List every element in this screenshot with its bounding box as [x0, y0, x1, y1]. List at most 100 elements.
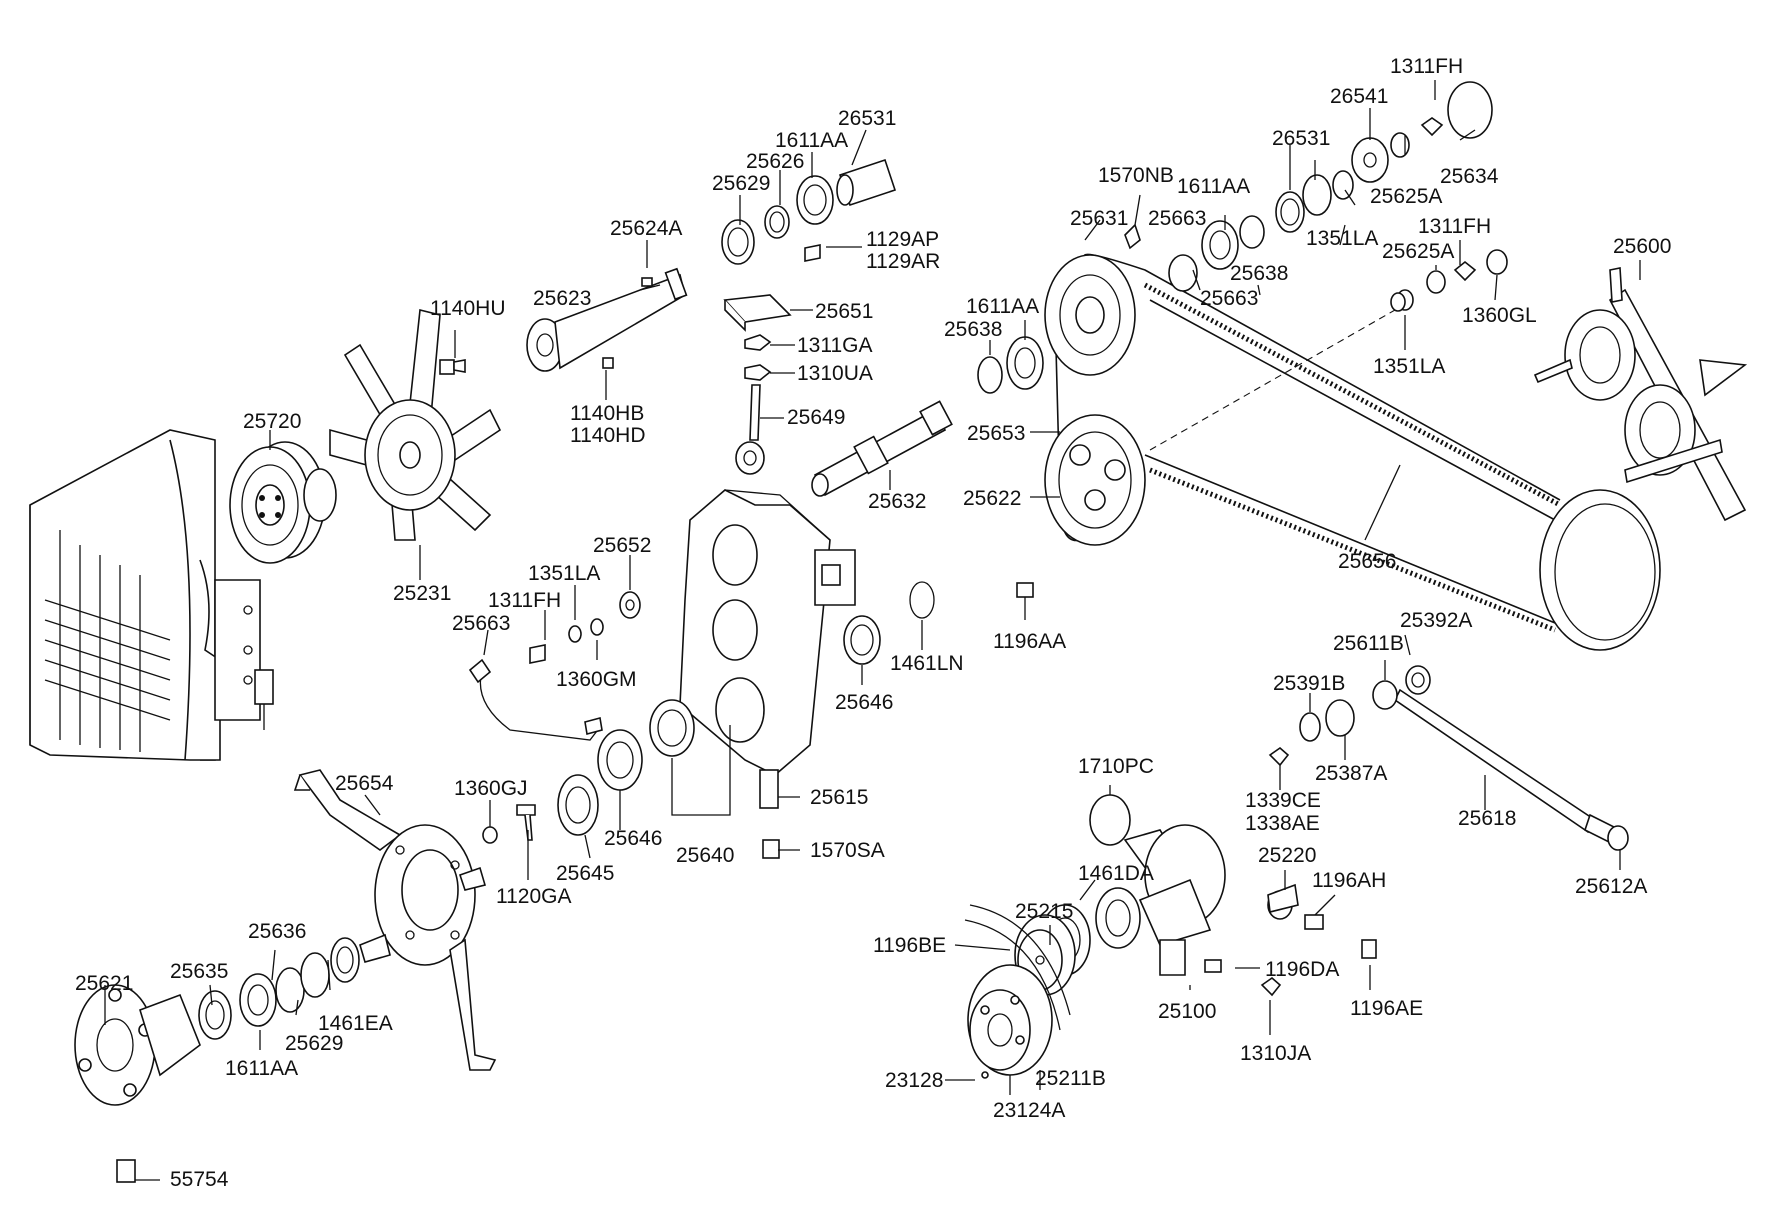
pulley-belt-drawing	[1044, 253, 1661, 651]
label-25623: 25623	[533, 287, 591, 310]
label-1120GA: 1120GA	[496, 885, 572, 908]
label-25220: 25220	[1258, 844, 1316, 867]
radiator-drawing	[29, 429, 274, 761]
label-1570NB: 1570NB	[1098, 164, 1174, 187]
bracket-25654-drawing	[293, 769, 497, 1071]
label-1611AA: 1611AA	[225, 1057, 298, 1080]
tensioner-25600-drawing	[1533, 267, 1748, 522]
label-25626: 25626	[746, 150, 804, 173]
label-1196BE: 1196BE	[873, 934, 946, 957]
label-25231: 25231	[393, 582, 451, 605]
tensioner-small-parts-drawing	[977, 81, 1508, 598]
label-1611AA: 1611AA	[966, 295, 1039, 318]
label-1461LN: 1461LN	[890, 652, 964, 675]
label-1310JA: 1310JA	[1240, 1042, 1311, 1065]
label-55754: 55754	[170, 1168, 229, 1191]
label-25720: 25720	[243, 410, 301, 433]
label-1351LA: 1351LA	[1306, 227, 1378, 250]
label-1311GA: 1311GA	[797, 334, 873, 357]
label-25618: 25618	[1458, 807, 1516, 830]
bolts-1140-drawing	[439, 357, 614, 375]
label-25653: 25653	[967, 422, 1025, 445]
label-25621: 25621	[75, 972, 133, 995]
label-1570SA: 1570SA	[810, 839, 885, 862]
label-1196AA: 1196AA	[993, 630, 1066, 653]
label-25622: 25622	[963, 487, 1021, 510]
label-1710PC: 1710PC	[1078, 755, 1154, 778]
label-1339CE: 1339CE	[1245, 789, 1321, 812]
label-25635: 25635	[170, 960, 228, 983]
label-1129AP: 1129AP	[866, 228, 939, 251]
shaft-25623-drawing	[526, 267, 688, 372]
label-25654: 25654	[335, 772, 394, 795]
label-1351LA: 1351LA	[528, 562, 600, 585]
fan-blades-drawing	[329, 309, 502, 541]
label-25624A: 25624A	[610, 217, 682, 240]
label-1611AA: 1611AA	[1177, 175, 1250, 198]
label-23124A: 23124A	[993, 1099, 1065, 1122]
label-25651: 25651	[815, 300, 873, 323]
shaft-25632-drawing	[811, 400, 953, 497]
label-25387A: 25387A	[1315, 762, 1387, 785]
label-25638: 25638	[944, 318, 1002, 341]
label-1461DA: 1461DA	[1078, 862, 1154, 885]
label-26541: 26541	[1330, 85, 1388, 108]
label-25632: 25632	[868, 490, 926, 513]
label-25663: 25663	[452, 612, 510, 635]
label-25645: 25645	[556, 862, 614, 885]
label-1360GL: 1360GL	[1462, 304, 1537, 327]
label-25652: 25652	[593, 534, 651, 557]
label-25391B: 25391B	[1273, 672, 1345, 695]
label-1129AR: 1129AR	[866, 250, 940, 273]
label-25656: 25656	[1338, 550, 1396, 573]
label-1311FH: 1311FH	[1390, 55, 1463, 78]
housing-25640-drawing	[679, 489, 856, 776]
label-25640: 25640	[676, 844, 734, 867]
hub-25621-drawing	[74, 933, 391, 1183]
label-25629: 25629	[285, 1032, 343, 1055]
label-1461EA: 1461EA	[318, 1012, 393, 1035]
label-26531: 26531	[1272, 127, 1330, 150]
label-25611B: 25611B	[1333, 632, 1404, 655]
label-1196AE: 1196AE	[1350, 997, 1423, 1020]
label-25646: 25646	[604, 827, 662, 850]
label-25100: 25100	[1158, 1000, 1216, 1023]
label-1338AE: 1338AE	[1245, 812, 1320, 835]
label-25625A: 25625A	[1382, 240, 1454, 263]
label-25638: 25638	[1230, 262, 1288, 285]
label-25649: 25649	[787, 406, 845, 429]
label-1311FH: 1311FH	[488, 589, 561, 612]
label-25392A: 25392A	[1400, 609, 1472, 632]
part-labels: 1311FH 26541 26531 1611AA 25626 25629 25…	[75, 55, 1671, 1191]
label-1140HD: 1140HD	[570, 424, 646, 447]
label-1196DA: 1196DA	[1265, 958, 1339, 981]
leader-lines	[104, 80, 1641, 1181]
label-23128: 23128	[885, 1069, 943, 1092]
water-pump-drawing	[964, 794, 1377, 1079]
label-1196AH: 1196AH	[1312, 869, 1386, 892]
label-1360GJ: 1360GJ	[454, 777, 528, 800]
label-25612A: 25612A	[1575, 875, 1647, 898]
label-25634: 25634	[1440, 165, 1499, 188]
bracket-and-bolt-drawing	[723, 294, 792, 475]
label-25663: 25663	[1200, 287, 1258, 310]
rod-25618-drawing	[1268, 665, 1629, 851]
label-1310UA: 1310UA	[797, 362, 873, 385]
upper-bearings-drawing	[721, 158, 897, 265]
label-1351LA: 1351LA	[1373, 355, 1445, 378]
label-1311FH: 1311FH	[1418, 215, 1491, 238]
label-1140HB: 1140HB	[570, 402, 644, 425]
label-25663: 25663	[1148, 207, 1206, 230]
label-26531: 26531	[838, 107, 896, 130]
label-25631: 25631	[1070, 207, 1128, 230]
label-25615: 25615	[810, 786, 868, 809]
label-1140HU: 1140HU	[430, 297, 506, 320]
label-25646: 25646	[835, 691, 893, 714]
label-1611AA: 1611AA	[775, 129, 848, 152]
label-25211B: 25211B	[1035, 1067, 1106, 1090]
label-25215: 25215	[1015, 900, 1073, 923]
label-25625A: 25625A	[1370, 185, 1442, 208]
label-25629: 25629	[712, 172, 770, 195]
label-25600: 25600	[1613, 235, 1671, 258]
